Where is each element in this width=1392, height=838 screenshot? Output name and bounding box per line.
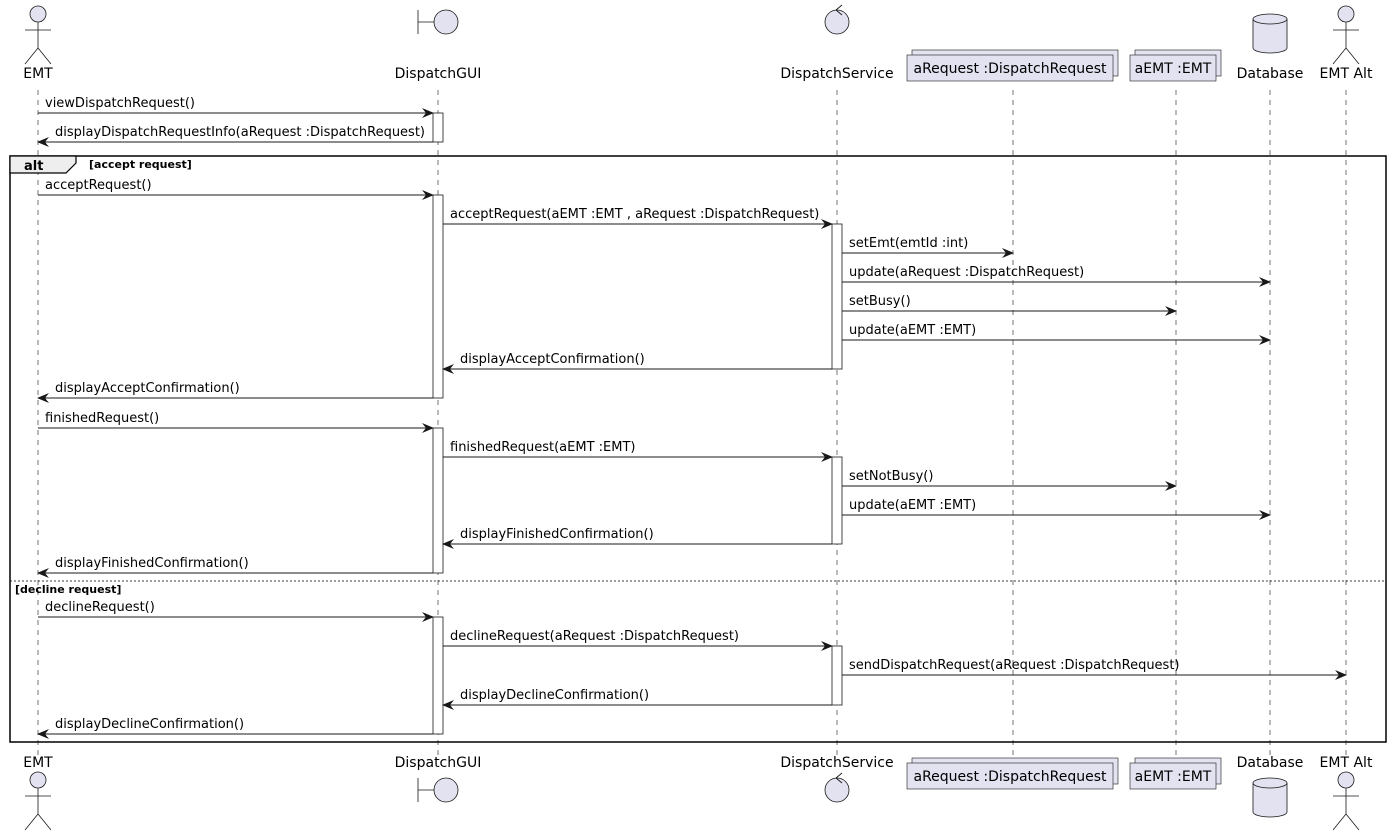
guard-accept: [accept request] [89, 158, 192, 171]
participant-label: DispatchService [780, 755, 893, 771]
participant-req-bottom: aRequest :DispatchRequest [906, 757, 1119, 790]
participant-label: EMT [23, 755, 53, 771]
message-label: displayDispatchRequestInfo(aRequest :Dis… [55, 125, 425, 140]
collections-box [1129, 54, 1217, 82]
message-label: declineRequest(aRequest :DispatchRequest… [450, 629, 739, 644]
activation-bar [432, 112, 444, 143]
participant-alt-top: EMT Alt [1320, 5, 1373, 82]
participant-label: Database [1237, 66, 1304, 82]
boundary-icon [433, 777, 459, 803]
message-13: update(aEMT :EMT) [842, 498, 1271, 520]
activation-bar [432, 194, 444, 399]
participant-aemt-top: aEMT :EMT [1129, 49, 1222, 82]
message-label: displayAcceptConfirmation() [55, 381, 240, 396]
collections-box [1129, 762, 1217, 790]
message-7: update(aEMT :EMT) [842, 323, 1271, 345]
message-label: displayDeclineConfirmation() [55, 717, 244, 732]
participant-gui-bottom: DispatchGUI [395, 755, 482, 803]
participant-label: aRequest :DispatchRequest [914, 769, 1107, 785]
participant-label: DispatchService [780, 66, 893, 82]
message-20: displayDeclineConfirmation() [37, 717, 433, 739]
message-label: displayFinishedConfirmation() [55, 556, 249, 571]
participant-db-bottom: Database [1237, 755, 1304, 818]
message-label: sendDispatchRequest(aRequest :DispatchRe… [849, 658, 1180, 673]
activation-bar [432, 616, 444, 735]
message-14: displayFinishedConfirmation() [442, 527, 832, 549]
actor-icon [29, 5, 47, 23]
actor-icon [1337, 771, 1355, 789]
message-0: viewDispatchRequest() [38, 96, 434, 118]
message-4: setEmt(emtId :int) [842, 236, 1014, 258]
database-icon [1252, 13, 1288, 54]
message-label: acceptRequest(aEMT :EMT , aRequest :Disp… [450, 207, 819, 222]
collections-box [906, 54, 1114, 82]
actor-icon [29, 771, 47, 789]
message-label: viewDispatchRequest() [45, 96, 195, 111]
message-5: update(aRequest :DispatchRequest) [842, 265, 1271, 287]
participant-label: Database [1237, 755, 1304, 771]
message-19: displayDeclineConfirmation() [442, 688, 832, 710]
participant-emt-bottom: EMT [23, 755, 53, 831]
participant-db-top: Database [1237, 13, 1304, 82]
message-3: acceptRequest(aEMT :EMT , aRequest :Disp… [443, 207, 833, 229]
message-16: declineRequest() [38, 600, 434, 622]
message-label: setBusy() [849, 294, 911, 309]
participant-gui-top: DispatchGUI [395, 9, 482, 82]
participant-label: EMT Alt [1320, 755, 1373, 771]
participant-label: aRequest :DispatchRequest [914, 61, 1107, 77]
boundary-icon [433, 9, 459, 35]
actor-icon [1337, 5, 1355, 23]
activation-bar [831, 645, 843, 706]
message-2: acceptRequest() [38, 178, 434, 200]
message-label: update(aRequest :DispatchRequest) [849, 265, 1084, 280]
participant-svc-bottom: DispatchService [780, 755, 894, 803]
alt-fragment: alt [accept request] [decline request] [9, 155, 1387, 743]
message-10: finishedRequest() [38, 411, 434, 433]
participant-label: EMT Alt [1320, 66, 1373, 82]
participant-label: DispatchGUI [395, 755, 482, 771]
message-12: setNotBusy() [842, 469, 1177, 491]
activation-bar [831, 223, 843, 370]
message-1: displayDispatchRequestInfo(aRequest :Dis… [37, 125, 433, 147]
message-label: finishedRequest(aEMT :EMT) [450, 440, 635, 455]
message-label: displayDeclineConfirmation() [460, 688, 649, 703]
message-8: displayAcceptConfirmation() [442, 352, 832, 374]
message-label: update(aEMT :EMT) [849, 323, 976, 338]
alt-keyword: alt [24, 159, 43, 174]
message-11: finishedRequest(aEMT :EMT) [443, 440, 833, 462]
message-18: sendDispatchRequest(aRequest :DispatchRe… [842, 658, 1347, 680]
message-label: displayFinishedConfirmation() [460, 527, 654, 542]
message-6: setBusy() [842, 294, 1177, 316]
participant-label: DispatchGUI [395, 66, 482, 82]
message-label: setEmt(emtId :int) [849, 236, 968, 251]
message-label: update(aEMT :EMT) [849, 498, 976, 513]
control-icon [824, 9, 850, 35]
participant-svc-top: DispatchService [780, 4, 894, 82]
participant-alt-bottom: EMT Alt [1320, 755, 1373, 831]
control-icon [824, 777, 850, 803]
message-label: finishedRequest() [45, 411, 159, 426]
participant-req-top: aRequest :DispatchRequest [906, 49, 1119, 82]
message-15: displayFinishedConfirmation() [37, 556, 433, 578]
message-label: acceptRequest() [45, 178, 152, 193]
database-icon [1252, 777, 1288, 818]
message-label: declineRequest() [45, 600, 155, 615]
message-label: displayAcceptConfirmation() [460, 352, 645, 367]
participant-aemt-bottom: aEMT :EMT [1129, 757, 1222, 790]
message-9: displayAcceptConfirmation() [37, 381, 433, 403]
participant-emt-top: EMT [23, 5, 53, 82]
collections-box [906, 762, 1114, 790]
activation-bar [831, 456, 843, 545]
message-17: declineRequest(aRequest :DispatchRequest… [443, 629, 833, 651]
guard-decline: [decline request] [15, 583, 121, 596]
activation-bar [432, 427, 444, 574]
participant-label: aEMT :EMT [1135, 61, 1212, 77]
participant-label: EMT [23, 66, 53, 82]
participant-label: aEMT :EMT [1135, 769, 1212, 785]
message-label: setNotBusy() [849, 469, 933, 484]
